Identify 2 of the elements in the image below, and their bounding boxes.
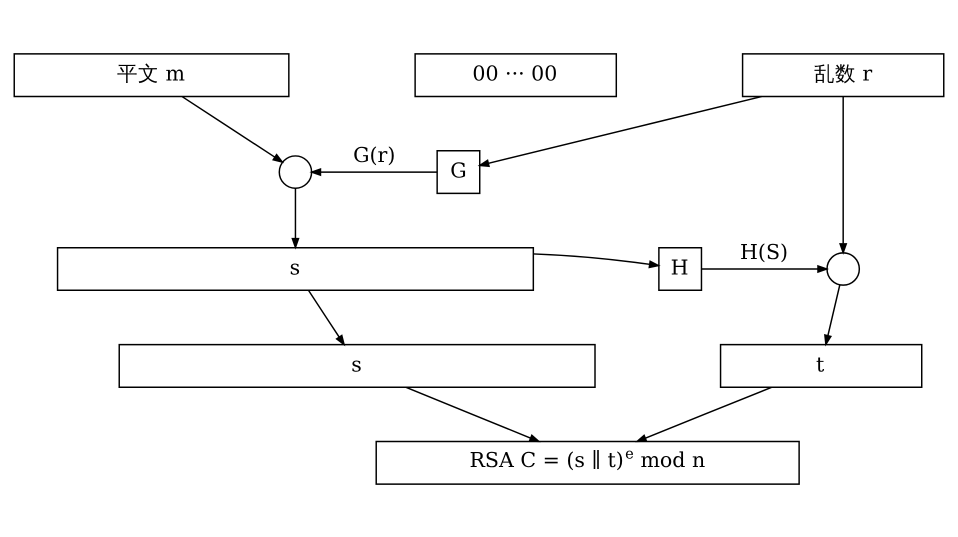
edge-label: H(S) [740, 240, 788, 264]
edge-label: G(r) [353, 142, 396, 167]
